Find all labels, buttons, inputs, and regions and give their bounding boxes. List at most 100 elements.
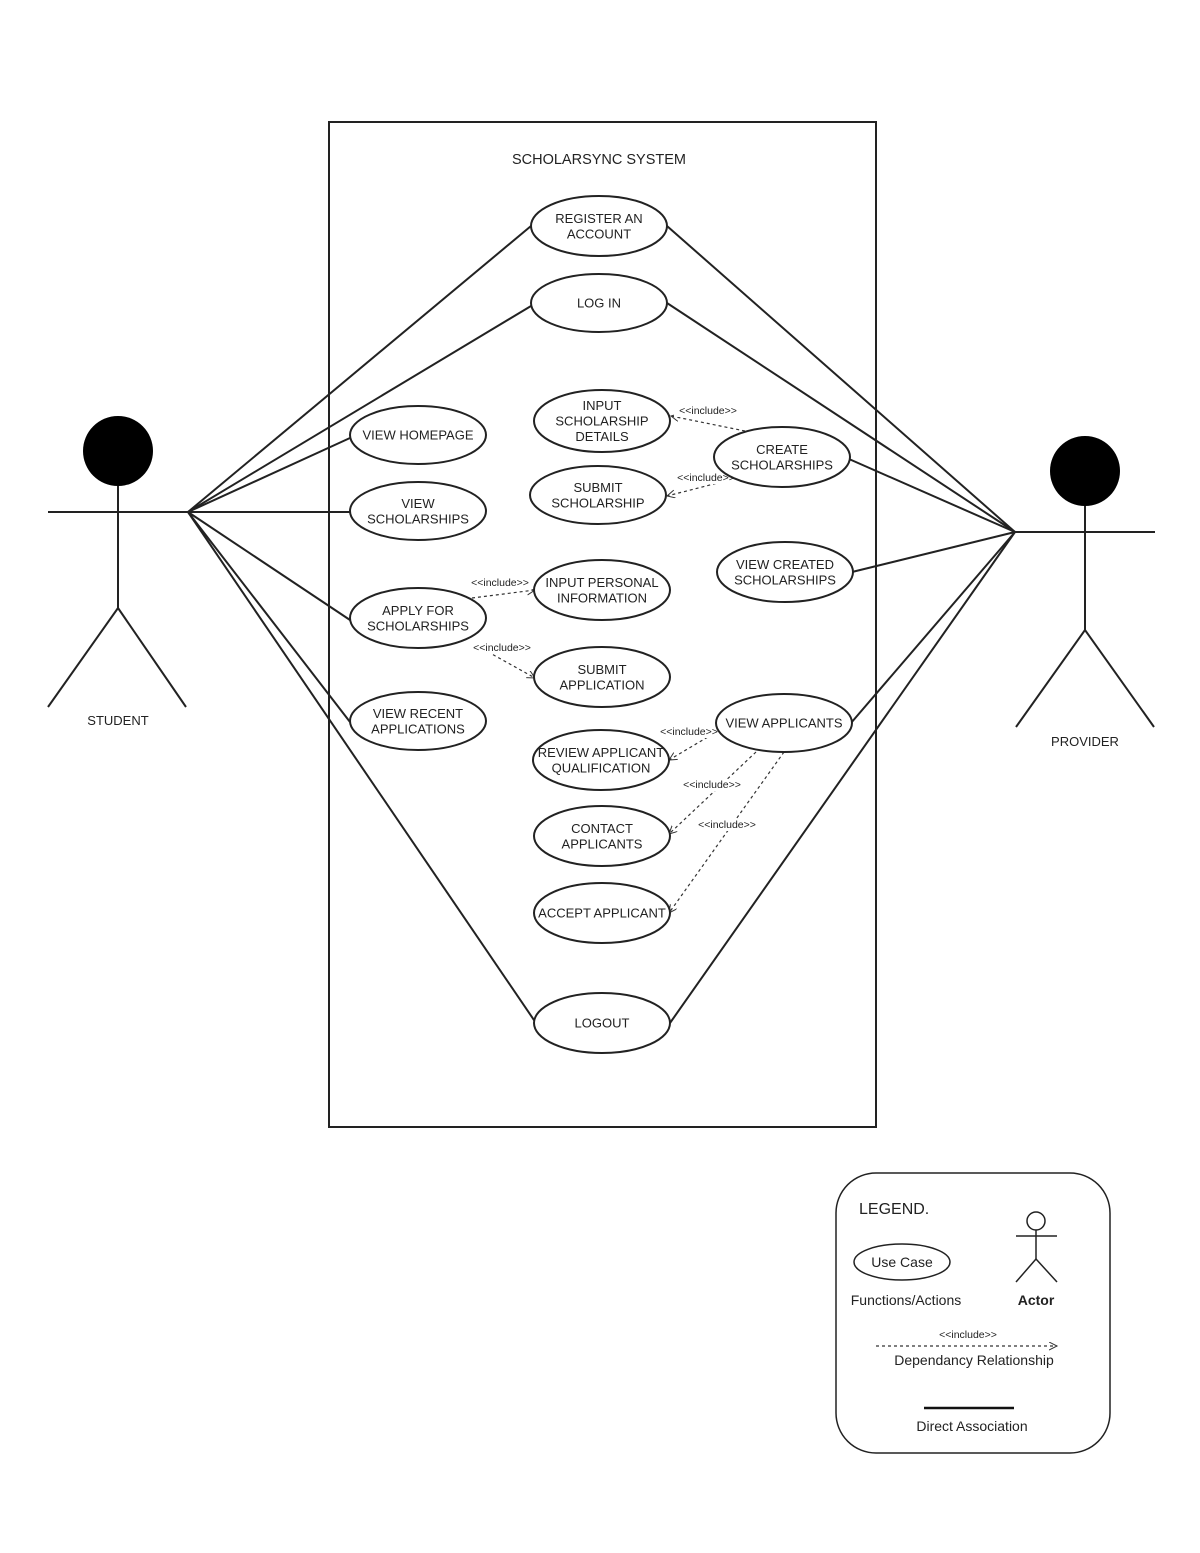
use-case-label: APPLICATION	[559, 677, 644, 692]
include-label-bg	[468, 642, 536, 654]
association-line	[187, 511, 351, 723]
provider-actor-label: PROVIDER	[1051, 734, 1119, 749]
include-arrow	[471, 590, 535, 599]
use-case-accept: ACCEPT APPLICANT	[533, 882, 671, 944]
use-case-ellipse	[533, 805, 671, 867]
use-case-label: VIEW CREATED	[736, 557, 834, 572]
use-case-label: SCHOLARSHIPS	[734, 572, 836, 587]
association-line	[187, 511, 537, 1024]
use-case-ellipse	[532, 729, 670, 791]
association-line	[666, 225, 1016, 533]
use-case-label: SUBMIT	[577, 662, 626, 677]
include-label: <<include>>	[679, 405, 737, 417]
association-line	[848, 458, 1016, 533]
use-case-label: CONTACT	[571, 821, 633, 836]
use-case-ellipse	[533, 646, 671, 708]
include-label: <<include>>	[698, 819, 756, 831]
use-case-label: SCHOLARSHIPS	[367, 618, 469, 633]
include-label: <<include>>	[683, 779, 741, 791]
association-line	[187, 437, 351, 513]
use-case-label: SCHOLARSHIPS	[367, 511, 469, 526]
include-label: <<include>>	[471, 577, 529, 589]
use-case-label: SCHOLARSHIPS	[731, 457, 833, 472]
include-label-bg	[693, 819, 761, 831]
include-label: <<include>>	[660, 726, 718, 738]
use-case-label: VIEW	[401, 496, 435, 511]
legend-actor-caption: Actor	[1018, 1292, 1055, 1308]
use-case-label: INPUT PERSONAL	[545, 575, 658, 590]
include-label-bg	[466, 577, 534, 589]
include-label-bg	[655, 726, 723, 738]
use-case-ellipse	[716, 541, 854, 603]
use-case-ellipse	[349, 587, 487, 649]
association-line	[851, 531, 1016, 573]
provider-actor-head	[1050, 436, 1120, 506]
legend: LEGEND. Use Case Functions/Actions Actor…	[835, 1172, 1111, 1454]
association-line	[187, 511, 351, 621]
include-label: <<include>>	[473, 642, 531, 654]
include-arrow	[671, 416, 746, 432]
use-case-login: LOG IN	[530, 273, 668, 333]
use-case-logout: LOGOUT	[533, 992, 671, 1054]
include-arrow	[669, 751, 757, 834]
use-case-ellipse	[715, 693, 853, 753]
association-line	[187, 305, 532, 513]
use-case-ellipse	[529, 465, 667, 525]
use-case-label: ACCOUNT	[567, 226, 631, 241]
use-case-ellipse	[533, 882, 671, 944]
use-case-label: INFORMATION	[557, 590, 647, 605]
use-case-ellipse	[533, 389, 671, 453]
use-case-label: APPLICATIONS	[371, 721, 465, 736]
use-case-ellipse	[349, 481, 487, 541]
use-case-label: VIEW RECENT	[373, 706, 463, 721]
include-label: <<include>>	[677, 472, 735, 484]
use-case-label: VIEW HOMEPAGE	[363, 428, 474, 443]
use-case-ellipse	[713, 426, 851, 488]
use-case-label: SUBMIT	[573, 480, 622, 495]
use-case-label: INPUT	[583, 398, 622, 413]
student-actor-head	[83, 416, 153, 486]
use-case-label: QUALIFICATION	[552, 760, 651, 775]
use-case-ellipse	[533, 992, 671, 1054]
include-label-bg	[674, 405, 742, 417]
use-case-ellipse	[530, 273, 668, 333]
student-actor-label: STUDENT	[87, 713, 148, 728]
legend-title: LEGEND.	[859, 1201, 929, 1218]
legend-dependency-caption: Dependancy Relationship	[894, 1352, 1054, 1368]
use-case-ellipse	[533, 559, 671, 621]
use-case-view-applicants: VIEW APPLICANTS	[715, 693, 853, 753]
legend-association-caption: Direct Association	[916, 1418, 1027, 1434]
use-case-label: APPLICANTS	[562, 836, 643, 851]
use-case-label: LOGOUT	[575, 1016, 630, 1031]
include-arrow	[669, 727, 724, 760]
use-case-label: REVIEW APPLICANT	[538, 745, 664, 760]
use-case-label: APPLY FOR	[382, 603, 454, 618]
legend-include-sample: <<include>>	[939, 1329, 997, 1341]
use-case-label: SCHOLARSHIP	[551, 495, 644, 510]
legend-actor-icon	[1015, 1211, 1058, 1283]
use-case-view-homepage: VIEW HOMEPAGE	[349, 405, 487, 465]
association-line	[666, 302, 1016, 533]
use-case-label: DETAILS	[575, 429, 629, 444]
association-line	[187, 225, 532, 513]
include-dependencies: <<include>> <<include>> <<include>> <<inclu…	[466, 405, 785, 913]
legend-box	[835, 1172, 1111, 1454]
use-case-ellipse	[349, 691, 487, 751]
association-line	[850, 531, 1016, 724]
use-case-ellipse	[530, 195, 668, 257]
use-case-label: LOG IN	[577, 296, 621, 311]
use-case-label: VIEW APPLICANTS	[725, 716, 842, 731]
use-case-label: REGISTER AN	[555, 211, 642, 226]
